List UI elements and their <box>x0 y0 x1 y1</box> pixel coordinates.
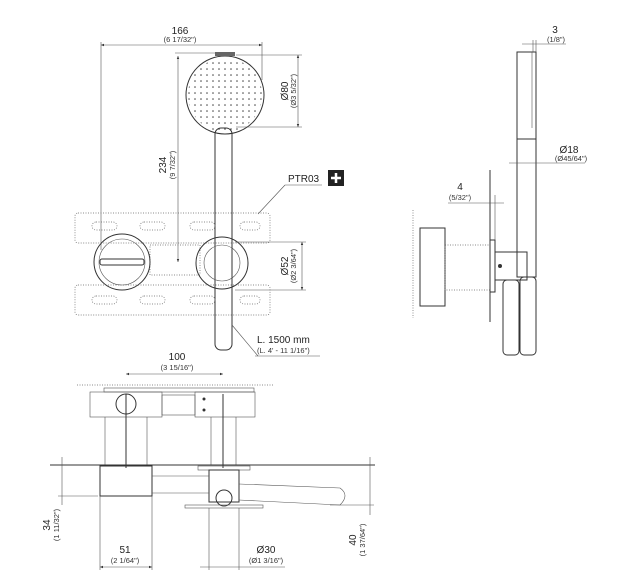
hand-shower-handle <box>214 127 233 351</box>
mounting-plate-bottom <box>74 284 271 316</box>
holder-dia-mm: Ø52 <box>280 256 291 275</box>
hose-length-mm: L. 1500 mm <box>257 335 310 346</box>
mixer-dial <box>93 233 151 291</box>
width-dim-in: (6 17/32") <box>164 35 197 44</box>
top-view: 100 (3 15/16") 34 (1 11/32") 51 (2 1/64"… <box>42 352 375 570</box>
handle-dia-in: (Ø45/64") <box>555 154 588 163</box>
part-code: PTR03 <box>288 174 320 185</box>
plate-dim-in: (5/32") <box>449 193 472 202</box>
body-width-in: (2 1/64") <box>111 556 140 565</box>
plus-icon[interactable] <box>328 170 344 186</box>
width-dim-mm: 166 <box>172 26 189 37</box>
front-view: 166 (6 17/32") Ø80 (Ø3 5/32") 234 (9 7/3… <box>74 26 344 357</box>
hose-length-in: (L. 4' - 11 1/16") <box>257 346 310 355</box>
side-handle <box>516 51 537 278</box>
mixer-handle <box>99 465 153 497</box>
head-dia-in: (Ø3 5/32") <box>289 73 298 108</box>
spacing-dim-in: (3 15/16") <box>161 363 194 372</box>
gap-dim-mm: 3 <box>552 25 558 36</box>
depth-left-mm: 34 <box>42 519 53 531</box>
outlet-dia-mm: Ø30 <box>257 545 276 556</box>
body-width-mm: 51 <box>119 545 131 556</box>
mounting-plate-top <box>74 212 271 244</box>
spacing-dim-mm: 100 <box>169 352 186 363</box>
outlet-dia-in: (Ø1 3/16") <box>249 556 284 565</box>
head-dia-mm: Ø80 <box>280 81 291 100</box>
height-dim-in: (9 7/32") <box>168 150 177 179</box>
holder-dia-in: (Ø2 3/64") <box>289 248 298 283</box>
height-dim-mm: 234 <box>158 156 169 173</box>
depth-right-mm: 40 <box>348 534 359 546</box>
gap-dim-in: (1/8") <box>547 35 566 44</box>
shower-holder <box>195 236 249 290</box>
depth-right-in: (1 37/64") <box>358 523 367 556</box>
side-view: 3 (1/8") Ø18 (Ø45/64") 4 (5/32") <box>412 25 588 356</box>
depth-left-in: (1 11/32") <box>52 508 61 541</box>
handle-dia-mm: Ø18 <box>560 145 579 156</box>
valve-body <box>419 227 446 307</box>
plate-dim-mm: 4 <box>457 182 463 193</box>
